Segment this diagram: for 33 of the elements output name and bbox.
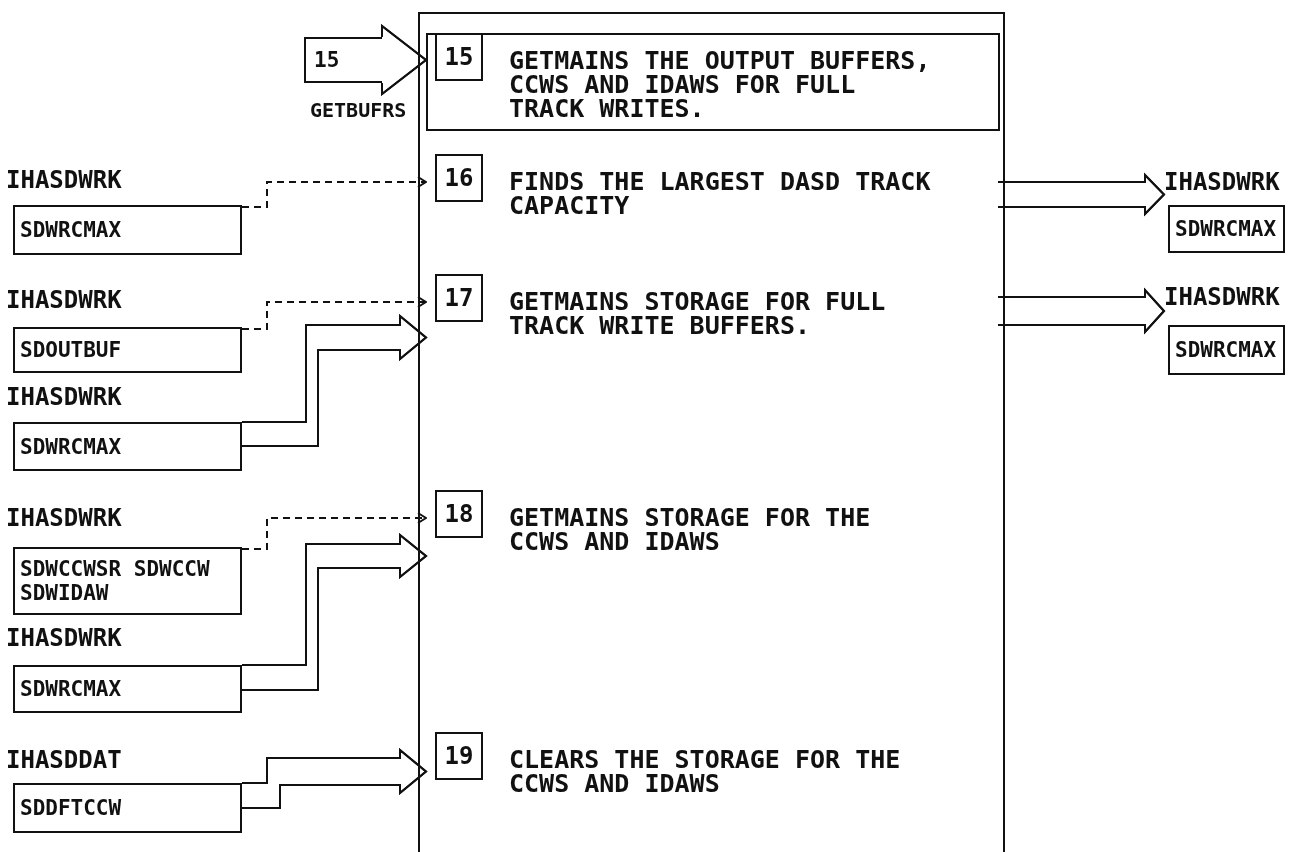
data-field-box: SDWCCWSR SDWCCW SDWIDAW xyxy=(13,547,242,615)
process-step-box xyxy=(426,33,1000,131)
step-number: 18 xyxy=(435,490,483,538)
data-field-box: SDWRCMAX xyxy=(13,665,242,713)
data-field-box: SDWRCMAX xyxy=(13,205,242,255)
step-number: 15 xyxy=(435,33,483,81)
step-description: GETMAINS THE OUTPUT BUFFERS, CCWS AND IDAWS FOR FULL TRACK WRITES. xyxy=(509,49,932,121)
step-number: 19 xyxy=(435,732,483,780)
step-description: GETMAINS STORAGE FOR THE CCWS AND IDAWS xyxy=(509,506,872,554)
data-area-name: IHASDWRK xyxy=(1164,284,1280,310)
step-description: FINDS THE LARGEST DASD TRACK CAPACITY xyxy=(509,170,932,218)
reference-arrow xyxy=(241,512,427,550)
data-field-box: SDWRCMAX xyxy=(1168,325,1285,375)
step-description: GETMAINS STORAGE FOR FULL TRACK WRITE BUFFERS. xyxy=(509,290,887,338)
data-field-box: SDWRCMAX xyxy=(13,422,242,471)
data-area-name: IHASDWRK xyxy=(6,505,122,531)
entry-box: 15 xyxy=(304,37,382,83)
data-area-name: IHASDDAT xyxy=(6,747,122,773)
data-field-box: SDWRCMAX xyxy=(1168,205,1285,253)
data-area-name: IHASDWRK xyxy=(1164,169,1280,195)
reference-arrow xyxy=(241,176,427,208)
reference-arrow xyxy=(241,296,427,330)
process-frame xyxy=(418,12,1005,852)
data-area-name: IHASDWRK xyxy=(6,167,122,193)
step-description: CLEARS THE STORAGE FOR THE CCWS AND IDAWS xyxy=(509,748,902,796)
data-field-box: SDDFTCCW xyxy=(13,783,242,833)
data-area-name: IHASDWRK xyxy=(6,287,122,313)
data-area-name: IHASDWRK xyxy=(6,384,122,410)
data-area-name: IHASDWRK xyxy=(6,625,122,651)
step-number: 17 xyxy=(435,274,483,322)
data-field-box: SDOUTBUF xyxy=(13,327,242,373)
step-number: 16 xyxy=(435,154,483,202)
module-name: GETBUFRS xyxy=(310,98,407,122)
